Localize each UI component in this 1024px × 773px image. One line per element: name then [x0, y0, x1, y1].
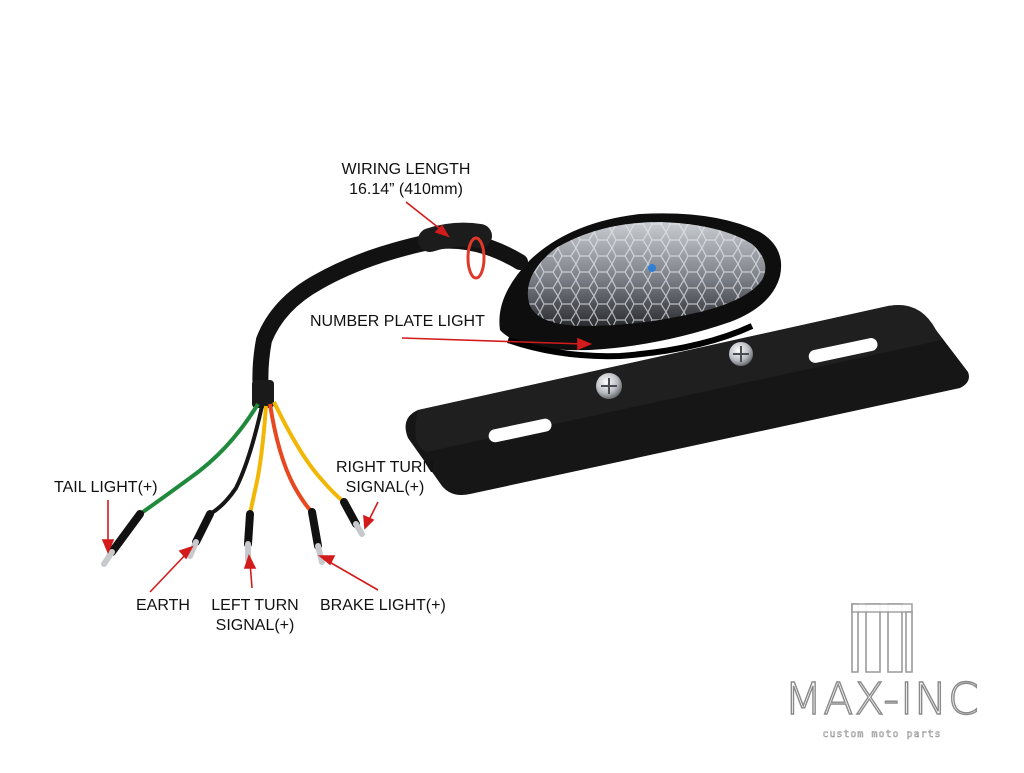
tail-light-callout: TAIL LIGHT(+)	[54, 479, 158, 496]
left-turn-line1: LEFT TURN	[211, 597, 299, 614]
wiring-length-value: 16.14” (410mm)	[349, 181, 463, 198]
callout-arrows	[101, 201, 593, 593]
number-plate-light-callout: NUMBER PLATE LIGHT	[310, 313, 485, 330]
right-turn-signal-callout: RIGHT TURN SIGNAL(+)	[330, 458, 440, 498]
brand-logo-mark	[851, 603, 913, 673]
wiring-harness	[101, 222, 528, 567]
brake-light-callout: BRAKE LIGHT(+)	[320, 597, 446, 614]
right-turn-line2: SIGNAL(+)	[345, 479, 425, 496]
mounting-bracket	[405, 305, 969, 495]
right-turn-line1: RIGHT TURN	[335, 459, 435, 476]
left-turn-signal-callout: LEFT TURN SIGNAL(+)	[206, 596, 304, 636]
brand-tagline: custom moto parts	[822, 729, 942, 741]
earth-callout: EARTH	[136, 597, 190, 614]
left-turn-line2: SIGNAL(+)	[215, 617, 295, 634]
tail-light-lamp	[499, 213, 782, 360]
wiring-length-callout: WIRING LENGTH 16.14” (410mm)	[322, 160, 490, 200]
brand-name: MAX-INC	[784, 674, 980, 725]
wiring-length-title: WIRING LENGTH	[341, 161, 471, 178]
